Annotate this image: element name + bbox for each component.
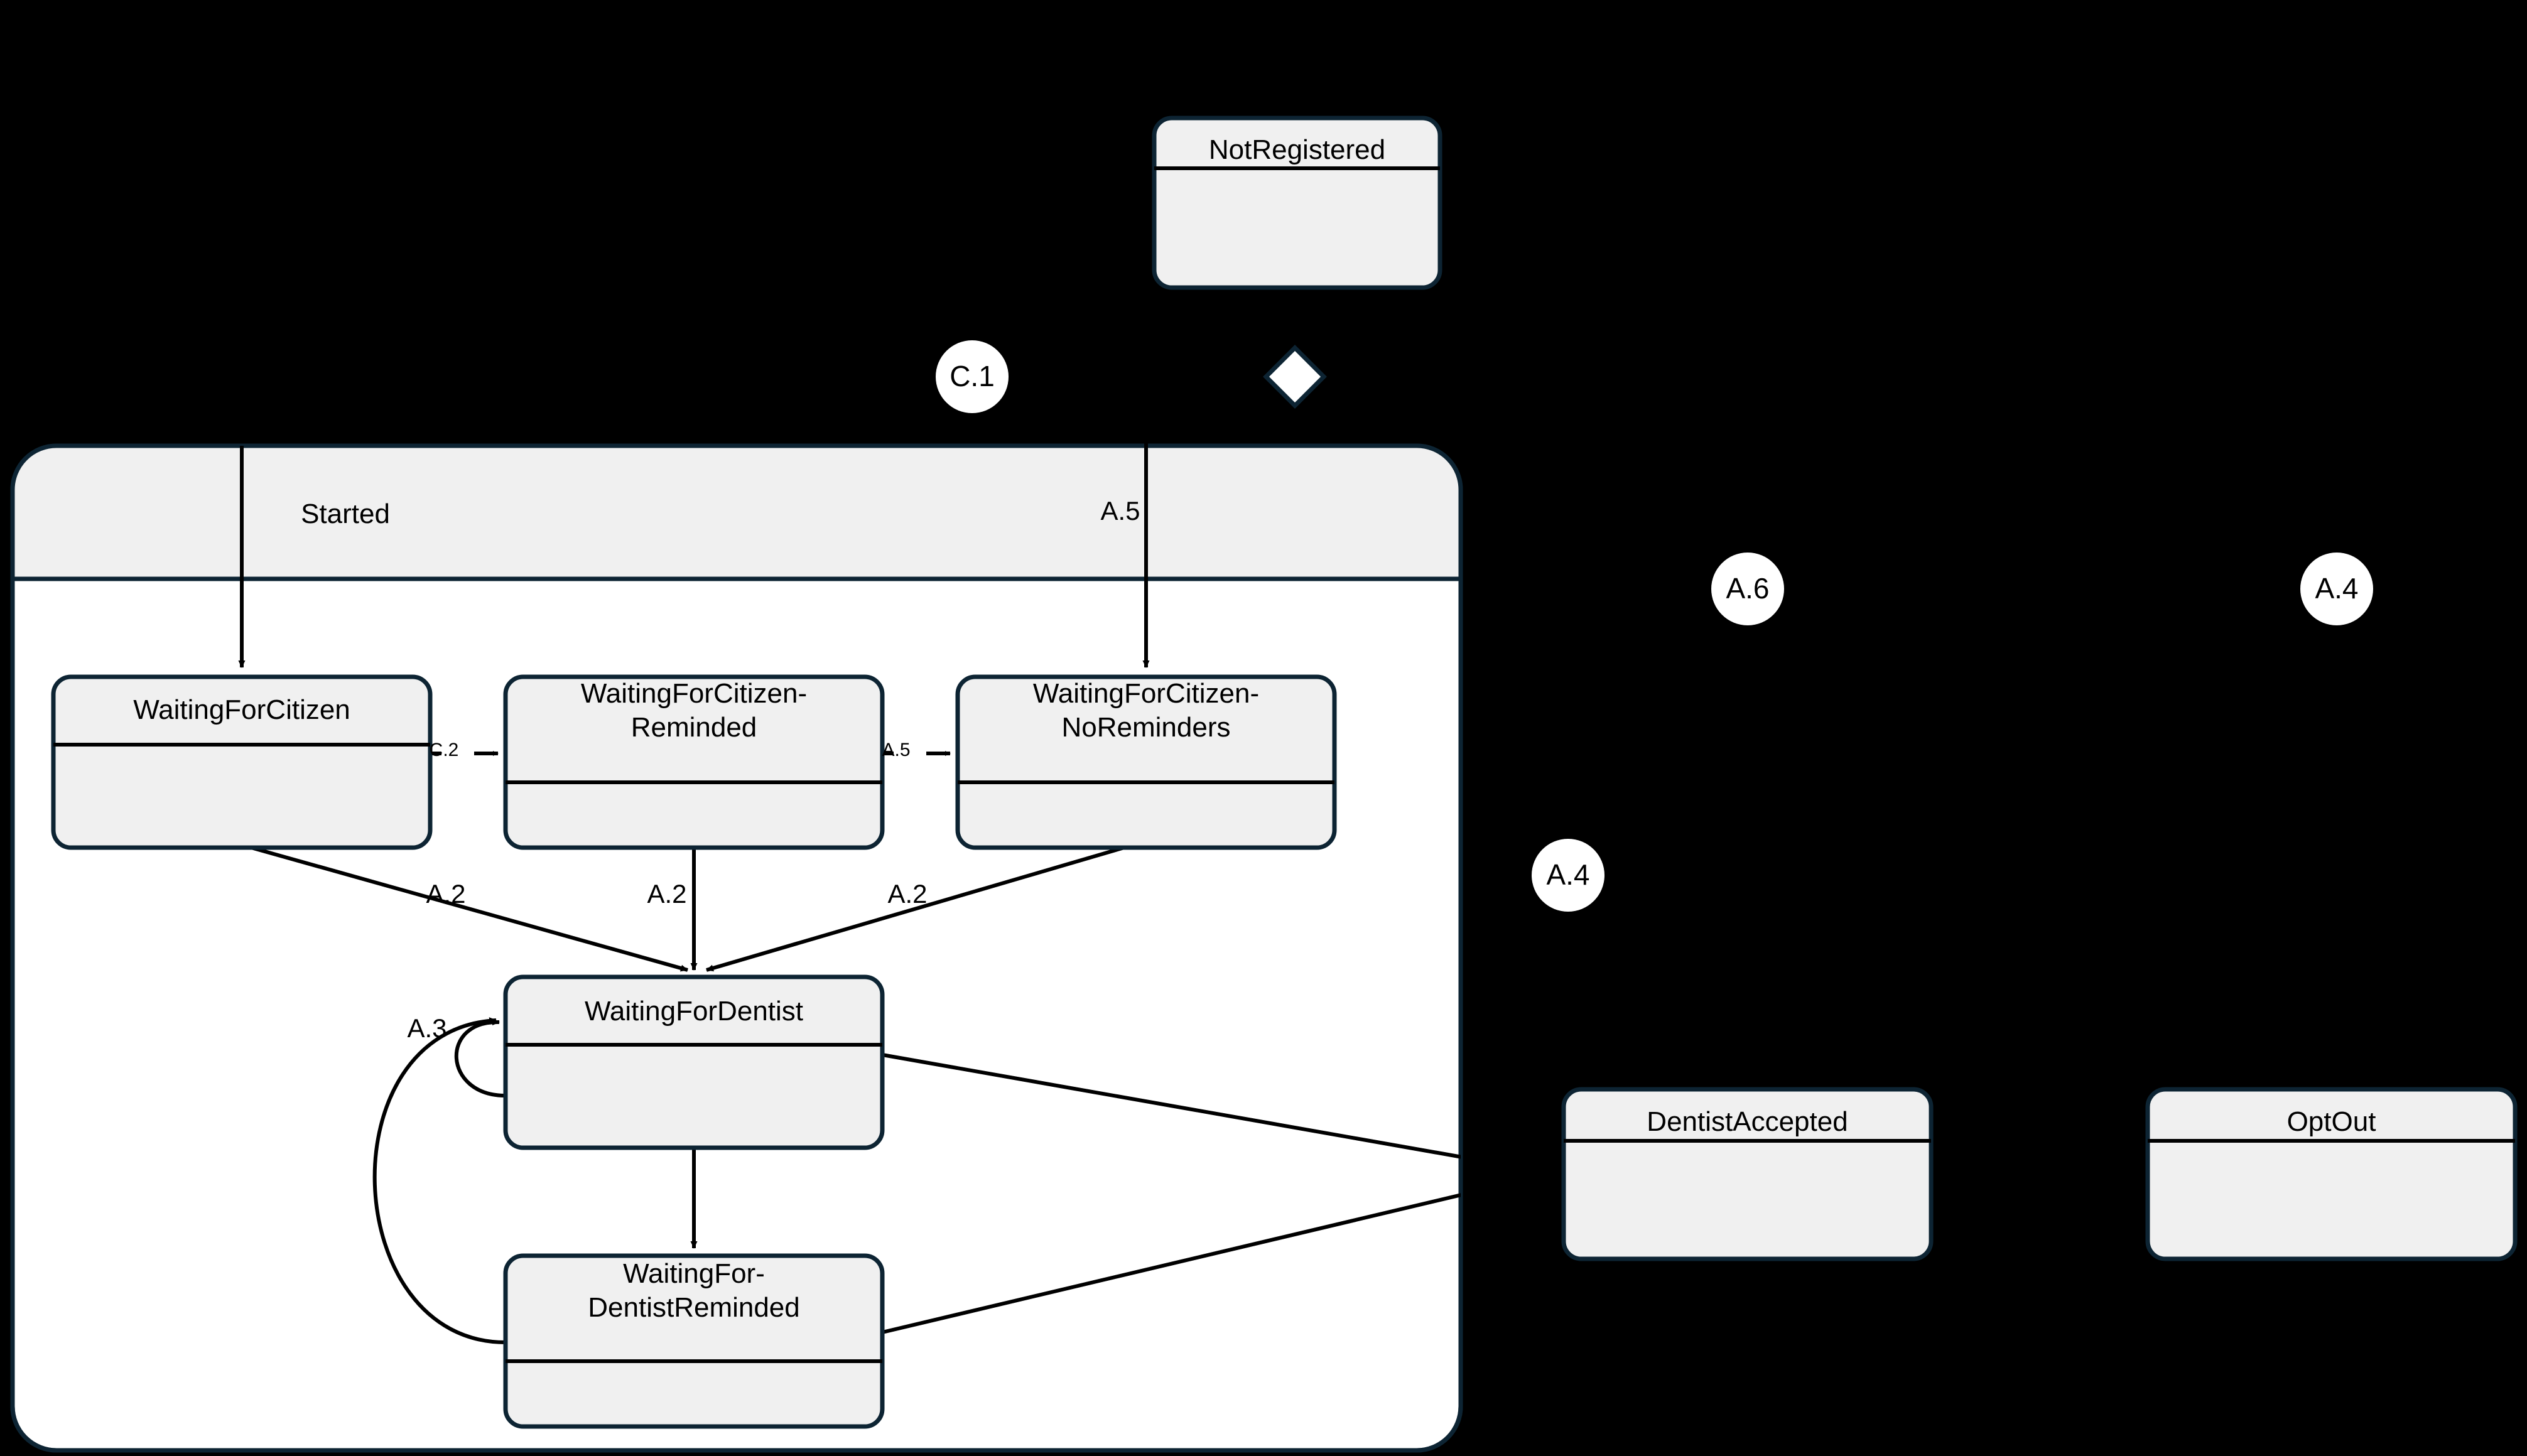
composite-state-label-started: Started — [301, 499, 390, 529]
composite-state-outline — [10, 443, 1463, 1453]
transition-label-a2-left: A.2 — [426, 879, 466, 909]
edge-a2-from-waitingforcitizen — [251, 846, 688, 972]
badge-c1-label: C.1 — [950, 360, 995, 392]
state-label-waiting-for-citizen: WaitingForCitizen — [133, 694, 350, 725]
state-waiting-for-dentist-reminded[interactable] — [503, 1253, 885, 1429]
transition-label-a5-mid: A.5 — [882, 740, 911, 760]
state-waiting-for-dentist[interactable] — [503, 974, 885, 1150]
edge-reminded-outgoing — [882, 1191, 1461, 1334]
transition-label-a5-top: A.5 — [1100, 496, 1140, 526]
state-label-waiting-for-citizen-noreminders: WaitingForCitizen-NoReminders — [1032, 678, 1260, 743]
badge-a6-circle[interactable] — [1711, 553, 1784, 625]
edges-outgoing-clipped — [882, 1053, 1461, 1334]
badge-a4-right-circle[interactable] — [2300, 553, 2373, 625]
state-label-waiting-for-dentist-reminded: WaitingFor-DentistReminded — [588, 1258, 800, 1323]
state-waiting-for-citizen[interactable] — [51, 674, 433, 850]
state-waiting-for-citizen-reminded[interactable] — [503, 674, 885, 850]
state-label-dentist-accepted: DentistAccepted — [1647, 1106, 1848, 1137]
transition-label-a2-right: A.2 — [887, 879, 928, 909]
transition-label-c2: C.2 — [429, 740, 459, 760]
state-opt-out[interactable] — [2145, 1087, 2518, 1261]
state-label-not-registered: NotRegistered — [1208, 134, 1386, 165]
transition-label-a3: A.3 — [407, 1013, 447, 1043]
transition-label-a2-mid: A.2 — [647, 879, 687, 909]
edge-a3-self-loop-waitingfordentist — [454, 1018, 506, 1097]
badge-a6-label: A.6 — [1726, 572, 1770, 605]
badge-a4-mid-circle[interactable] — [1532, 839, 1604, 912]
state-dentist-accepted[interactable] — [1561, 1087, 1934, 1261]
state-label-waiting-for-citizen-reminded: WaitingForCitizen-Reminded — [580, 678, 808, 743]
state-label-waiting-for-dentist: WaitingForDentist — [584, 996, 804, 1027]
badge-a4-mid-label: A.4 — [1546, 858, 1590, 891]
edge-a2-from-noreminders — [706, 846, 1125, 972]
state-not-registered[interactable] — [1152, 116, 1442, 290]
composite-state-header-band — [13, 446, 1461, 579]
edge-waitingfordentist-outgoing — [882, 1053, 1461, 1160]
choice-diamond[interactable] — [1263, 345, 1327, 409]
badge-a4-right-label: A.4 — [2315, 572, 2359, 605]
state-label-opt-out: OptOut — [2286, 1106, 2376, 1137]
badge-c1-circle[interactable] — [936, 340, 1009, 413]
state-waiting-for-citizen-noreminders[interactable] — [955, 674, 1337, 850]
edge-a3-reminded-to-waitingfordentist — [372, 1017, 506, 1344]
